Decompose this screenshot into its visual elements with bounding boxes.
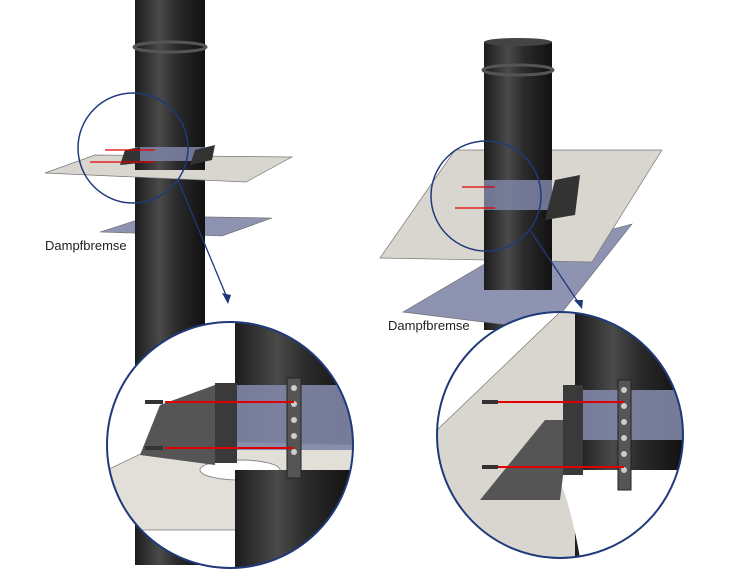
- right-vapor-barrier-label: Dampfbremse: [388, 318, 470, 333]
- left-detail-screw-lower: [145, 446, 163, 450]
- left-callout-leader: [177, 179, 229, 301]
- left-bracket: [190, 145, 215, 165]
- right-clamp-band: [484, 180, 552, 210]
- right-detail-screw-lower: [482, 465, 498, 469]
- right-detail-screw-upper: [482, 400, 498, 404]
- right-detail-callout: [436, 311, 684, 559]
- right-detail-marker: [430, 140, 542, 252]
- right-callout-leader: [529, 229, 581, 306]
- right-pipe-ring: [481, 63, 555, 77]
- left-detail-bracket: [140, 385, 215, 465]
- left-detail-bracket-plate: [215, 383, 237, 463]
- left-bracket-rear: [120, 147, 140, 165]
- right-callout-arrowhead: [574, 300, 583, 309]
- left-detail-marker: [77, 92, 189, 204]
- left-detail-pipe-lower: [235, 470, 353, 568]
- right-pipe: [484, 42, 552, 290]
- left-vapor-barrier-label: Dampfbremse: [45, 238, 127, 253]
- right-detail-bracket-plate: [563, 385, 583, 475]
- left-detail-callout: [106, 321, 354, 569]
- right-assembly: [379, 38, 684, 559]
- left-assembly: [44, 0, 354, 569]
- left-detail-screw-upper: [145, 400, 163, 404]
- left-detail-perforated-strip: [286, 377, 302, 479]
- right-bracket: [545, 175, 580, 220]
- right-pipe-top: [484, 38, 552, 46]
- left-callout-arrowhead: [222, 293, 231, 304]
- left-detail-clamp-band: [215, 385, 353, 450]
- left-pipe-ring: [132, 40, 208, 54]
- right-detail-strip-holes: [621, 387, 627, 473]
- right-detail-bracket: [480, 420, 570, 500]
- right-detail-perforated-strip: [617, 379, 632, 491]
